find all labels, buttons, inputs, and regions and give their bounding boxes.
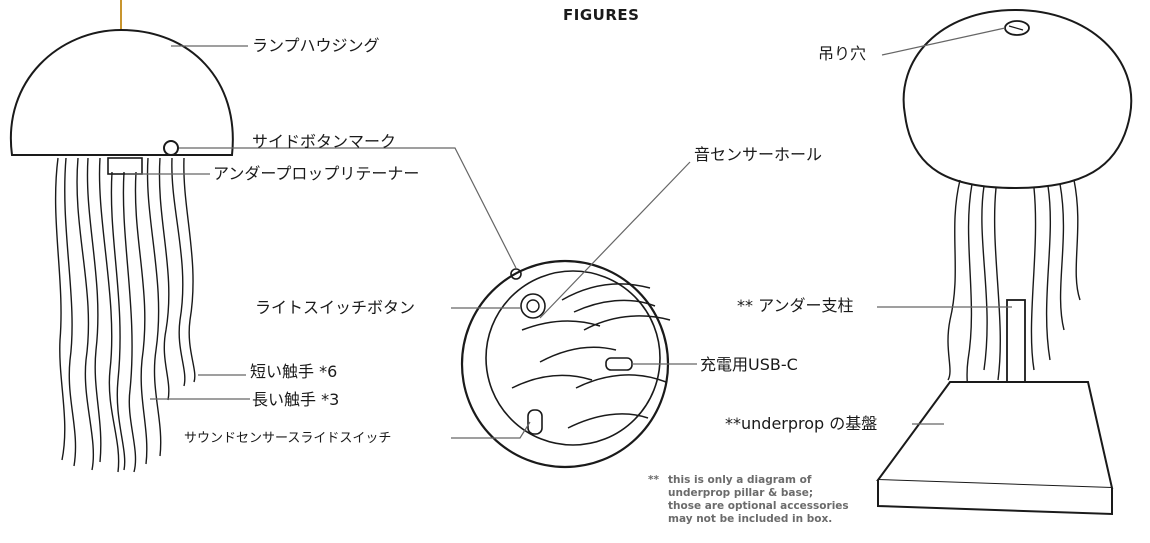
label-light-switch-button: ライトスイッチボタン: [255, 298, 416, 317]
bottom-tentacles: [511, 283, 671, 429]
label-lamp-housing: ランプハウジング: [252, 36, 380, 55]
slide-switch-icon: [527, 409, 543, 435]
label-hanging-hole: 吊り穴: [818, 44, 867, 63]
left-jellyfish: [9, 0, 234, 473]
label-side-button-mark: サイドボタンマーク: [252, 132, 397, 151]
side-button-icon: [163, 140, 179, 156]
label-under-prop-retainer: アンダープロップリテーナー: [213, 164, 420, 183]
hanging-dome: [902, 8, 1133, 190]
light-switch-button-inner: [526, 299, 540, 313]
label-usb-c: 充電用USB-C: [700, 355, 798, 374]
lamp-housing-dome: [9, 28, 234, 156]
figure-title: FIGURES: [563, 6, 640, 24]
note-line: those are optional accessories: [668, 500, 849, 512]
tentacles: [54, 157, 196, 473]
note-prefix: **: [648, 474, 659, 486]
label-short-tentacles: 短い触手 *6: [250, 362, 338, 381]
light-switch-button-icon: [520, 293, 546, 319]
sound-sensor-hole-icon: [510, 268, 522, 280]
under-base-front: [877, 480, 1113, 516]
under-base-shape: [876, 381, 1114, 490]
note-line: this is only a diagram of: [668, 474, 812, 486]
base-inner-ring: [485, 270, 661, 446]
label-under-pillar: ** アンダー支柱: [737, 296, 854, 315]
right-tentacles: [947, 179, 1081, 431]
label-sound-sensor-hole: 音センサーホール: [694, 145, 823, 164]
label-under-base: **underprop の基盤: [725, 414, 878, 433]
right-jellyfish: [876, 8, 1133, 516]
note-line: may not be included in box.: [668, 513, 833, 525]
label-long-tentacles: 長い触手 *3: [252, 390, 340, 409]
leader-lines: [125, 27, 1012, 439]
note-line: underprop pillar & base;: [668, 487, 814, 499]
retainer-shape: [107, 157, 143, 175]
label-sound-sensor-slide-switch: サウンドセンサースライドスイッチ: [184, 431, 392, 446]
disclaimer-note: ** this is only a diagram of underprop p…: [648, 474, 849, 526]
